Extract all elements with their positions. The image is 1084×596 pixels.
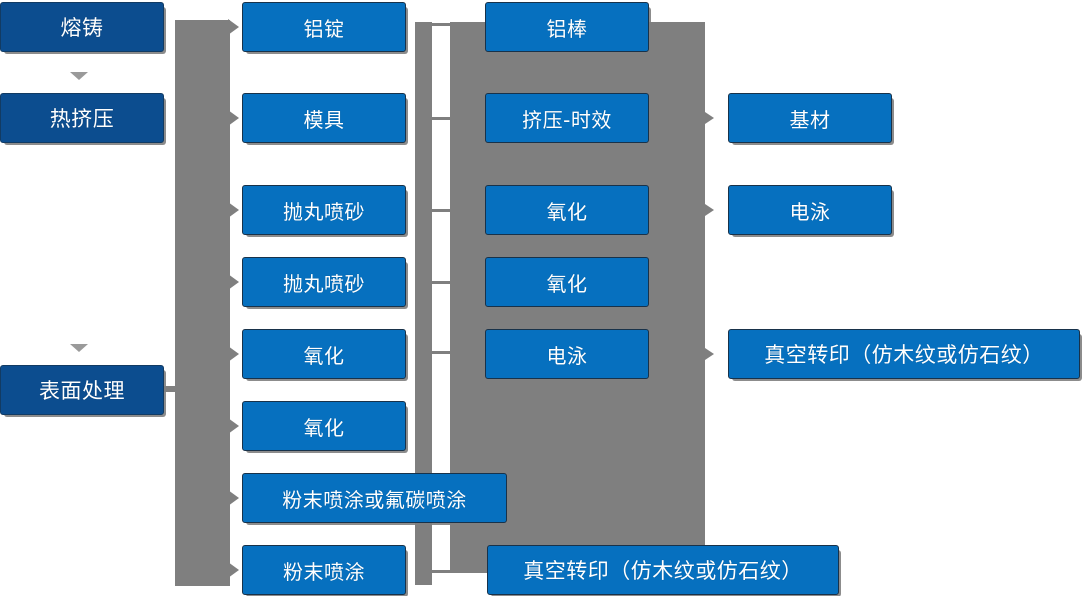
arrow-to-powder-or-fluorocarbon [228, 490, 239, 506]
node-aluminum-bar[interactable]: 铝棒 [485, 2, 651, 54]
node-powder-or-fluorocarbon-label: 粉末喷涂或氟碳喷涂 [282, 487, 467, 512]
node-base-material-label: 基材 [789, 107, 831, 132]
node-powder-coating[interactable]: 粉末喷涂 [242, 545, 408, 596]
node-oxidation-1[interactable]: 氧化 [242, 329, 408, 381]
node-vacuum-transfer-2[interactable]: 真空转印（仿木纹或仿石纹） [487, 545, 841, 596]
node-oxidation-3[interactable]: 氧化 [485, 185, 651, 237]
node-extrusion-ageing[interactable]: 挤压-时效 [485, 93, 651, 145]
chevron-down-icon-melt-to-extrusion [70, 72, 88, 80]
connector-link-4 [432, 281, 451, 284]
node-oxidation-2[interactable]: 氧化 [242, 401, 408, 453]
connector-band-mid-narrow [415, 22, 432, 585]
arrow-to-shot-blast-1 [228, 202, 239, 218]
connector-link-5 [432, 351, 451, 354]
node-vacuum-transfer-1-label: 真空转印（仿木纹或仿石纹） [764, 343, 1044, 367]
stage-surface-treatment[interactable]: 表面处理 [0, 365, 166, 417]
node-shot-blast-1[interactable]: 抛丸喷砂 [242, 185, 408, 237]
node-oxidation-2-label: 氧化 [303, 415, 345, 440]
node-shot-blast-1-label: 抛丸喷砂 [283, 199, 365, 224]
node-shot-blast-2[interactable]: 抛丸喷砂 [242, 257, 408, 309]
node-vacuum-transfer-2-label: 真空转印（仿木纹或仿石纹） [523, 559, 803, 583]
arrow-to-vacuum-transfer-1 [705, 348, 714, 360]
node-aluminum-ingot[interactable]: 铝锭 [242, 2, 408, 54]
node-mould[interactable]: 模具 [242, 93, 408, 145]
stage-hot-extrusion-label: 热挤压 [49, 107, 115, 131]
arrow-to-oxidation-2 [228, 418, 239, 434]
node-electrophoresis-1-label: 电泳 [546, 343, 588, 368]
connector-band-left [175, 20, 230, 586]
stage-melt-cast[interactable]: 熔铸 [0, 2, 166, 54]
node-electrophoresis-1[interactable]: 电泳 [485, 329, 651, 381]
connector-link-1 [432, 23, 451, 26]
connector-link-3 [432, 209, 451, 212]
arrow-to-base-material [705, 112, 714, 124]
chevron-down-icon-extrusion-to-surface [70, 344, 88, 352]
node-oxidation-1-label: 氧化 [303, 343, 345, 368]
node-oxidation-4[interactable]: 氧化 [485, 257, 651, 309]
node-oxidation-3-label: 氧化 [546, 199, 588, 224]
node-vacuum-transfer-1[interactable]: 真空转印（仿木纹或仿石纹） [728, 329, 1082, 381]
arrow-to-oxidation-1 [228, 346, 239, 362]
connector-stub-surface-treatment [164, 386, 178, 392]
node-oxidation-4-label: 氧化 [546, 271, 588, 296]
arrow-to-shot-blast-2 [228, 274, 239, 290]
arrow-to-electrophoresis-2 [705, 204, 714, 216]
node-aluminum-bar-label: 铝棒 [546, 16, 588, 41]
node-electrophoresis-2[interactable]: 电泳 [728, 185, 894, 237]
node-base-material[interactable]: 基材 [728, 93, 894, 145]
node-powder-or-fluorocarbon[interactable]: 粉末喷涂或氟碳喷涂 [242, 473, 509, 525]
stage-surface-treatment-label: 表面处理 [39, 379, 125, 403]
node-mould-label: 模具 [303, 107, 345, 132]
arrow-to-mould [228, 110, 239, 126]
node-shot-blast-2-label: 抛丸喷砂 [283, 271, 365, 296]
arrow-to-aluminum-ingot [228, 19, 239, 35]
arrow-to-powder-coating [228, 562, 239, 578]
stage-hot-extrusion[interactable]: 热挤压 [0, 93, 166, 145]
connector-link-2 [432, 117, 451, 120]
node-aluminum-ingot-label: 铝锭 [303, 16, 345, 41]
node-extrusion-ageing-label: 挤压-时效 [522, 107, 612, 132]
node-electrophoresis-2-label: 电泳 [789, 199, 831, 224]
node-powder-coating-label: 粉末喷涂 [283, 559, 365, 584]
connector-link-6 [432, 570, 451, 573]
stage-melt-cast-label: 熔铸 [60, 16, 104, 40]
